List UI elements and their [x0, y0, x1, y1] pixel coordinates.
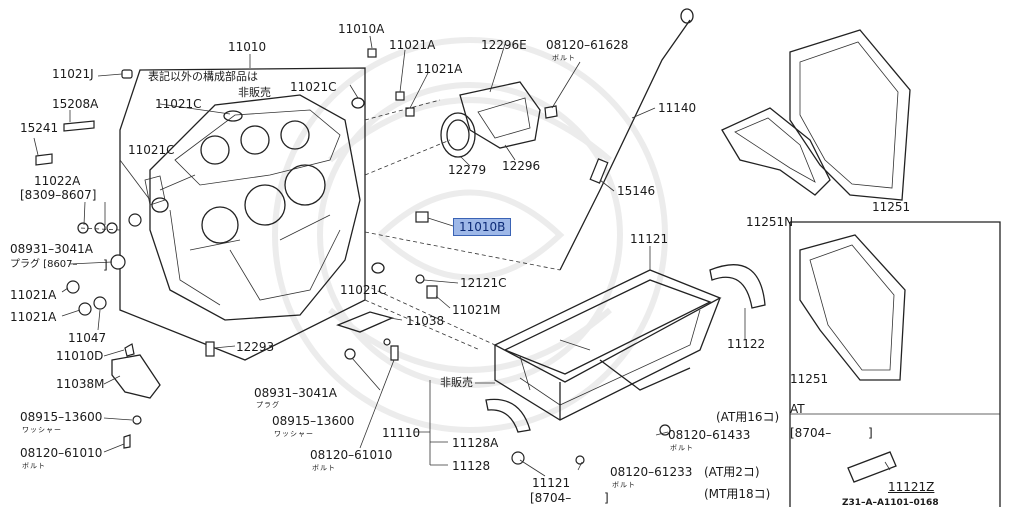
gasket-plates — [721, 29, 911, 381]
label-11010: 11010 — [228, 40, 267, 54]
label-bolt-1: ボルト — [552, 54, 576, 62]
label-11021j: 11021J — [52, 67, 94, 81]
label-11010d: 11010D — [56, 349, 104, 363]
sealant-tube — [847, 451, 897, 483]
label-11047: 11047 — [68, 331, 107, 345]
label-11038: 11038 — [406, 314, 445, 328]
label-11110: 11110 — [382, 426, 421, 440]
label-08120-61010-1: 08120–61010 — [20, 446, 103, 460]
label-11251-1: 11251 — [872, 200, 911, 214]
front-seal — [485, 398, 531, 433]
label-washer-1: ワッシャー — [22, 426, 62, 434]
label-08120-61628: 08120–61628 — [546, 38, 629, 52]
label-11022a: 11022A — [34, 174, 81, 188]
label-range-8704-1-end: ] — [868, 426, 873, 440]
label-11038m: 11038M — [56, 377, 105, 391]
label-range-8704-1: [8704– — [790, 426, 832, 440]
engine-block — [144, 94, 385, 321]
label-11021m: 11021M — [452, 303, 501, 317]
label-11010a: 11010A — [338, 22, 385, 36]
label-bolt-5: ボルト — [612, 481, 636, 489]
label-08931-3041a-2: 08931–3041A — [254, 386, 337, 400]
label-at: AT — [790, 402, 805, 416]
label-12296: 12296 — [502, 159, 541, 173]
label-bolt-2: ボルト — [670, 444, 694, 452]
label-range-8704-2-end: ] — [604, 491, 609, 505]
pan-bolt — [575, 455, 585, 465]
label-range-8704-2: [8704– — [530, 491, 572, 505]
drain-bolt — [511, 451, 525, 465]
label-11251-2: 11251 — [790, 372, 829, 386]
small-parts-left — [35, 69, 215, 449]
label-plug-range: プラグ [8607– — [10, 259, 78, 270]
label-11021c-2: 11021C — [155, 97, 202, 111]
note-not-sold-line2: 非販売 — [238, 86, 271, 99]
leader-lines — [33, 35, 891, 477]
label-15146: 15146 — [617, 184, 656, 198]
label-plug-2: プラグ — [256, 401, 280, 409]
label-11121-2: 11121 — [532, 476, 571, 490]
dipstick — [559, 8, 694, 271]
label-12296e: 12296E — [481, 38, 527, 52]
label-12279: 12279 — [448, 163, 487, 177]
label-11021a-1: 11021A — [389, 38, 436, 52]
label-11010b-highlighted[interactable]: 11010B — [453, 218, 512, 236]
label-08915-13600-2: 08915–13600 — [272, 414, 355, 428]
label-bolt-4: ボルト — [312, 464, 336, 472]
watermark-emblem — [272, 37, 668, 433]
diagram-code: Z31–A–A1101–0168 — [842, 498, 939, 507]
label-08120-61233: 08120–61233 — [610, 465, 693, 479]
label-mt-18: (MT用18コ) — [704, 487, 771, 501]
label-11140: 11140 — [658, 101, 697, 115]
label-range-8309-8607: [8309–8607] — [20, 188, 97, 202]
label-08931-3041a-1: 08931–3041A — [10, 242, 93, 256]
label-washer-2: ワッシャー — [274, 430, 314, 438]
label-12293: 12293 — [236, 340, 275, 354]
label-12121c: 12121C — [460, 276, 507, 290]
label-11121-1: 11121 — [630, 232, 669, 246]
label-11021a-3: 11021A — [10, 288, 57, 302]
oil-pan — [493, 269, 722, 421]
label-at-2: (AT用2コ) — [704, 465, 760, 479]
label-11128: 11128 — [452, 459, 491, 473]
label-11122: 11122 — [727, 337, 766, 351]
label-11251n: 11251N — [746, 215, 794, 229]
top-middle-parts — [336, 48, 558, 361]
label-11128a: 11128A — [452, 436, 499, 450]
note-not-sold-line1: 表記以外の構成部品は — [148, 70, 258, 83]
label-at-16: (AT用16コ) — [716, 410, 780, 424]
engine-block-frame — [119, 67, 366, 361]
label-bolt-3: ボルト — [22, 462, 46, 470]
label-not-sold: 非販売 — [440, 376, 473, 389]
label-08915-13600-1: 08915–13600 — [20, 410, 103, 424]
label-15208a: 15208A — [52, 97, 99, 111]
at-box-frame — [789, 221, 1001, 507]
label-11121z: 11121Z — [888, 480, 935, 494]
label-plug-range-end: ] — [103, 258, 108, 272]
label-11021c-1: 11021C — [290, 80, 337, 94]
label-11021c-3: 11021C — [128, 143, 175, 157]
label-08120-61433: 08120–61433 — [668, 428, 751, 442]
label-15241: 15241 — [20, 121, 59, 135]
label-11021a-4: 11021A — [10, 310, 57, 324]
label-11021c-5: 11021C — [340, 283, 387, 297]
label-08120-61010-2: 08120–61010 — [310, 448, 393, 462]
label-11021a-2: 11021A — [416, 62, 463, 76]
rear-seal — [709, 264, 766, 309]
